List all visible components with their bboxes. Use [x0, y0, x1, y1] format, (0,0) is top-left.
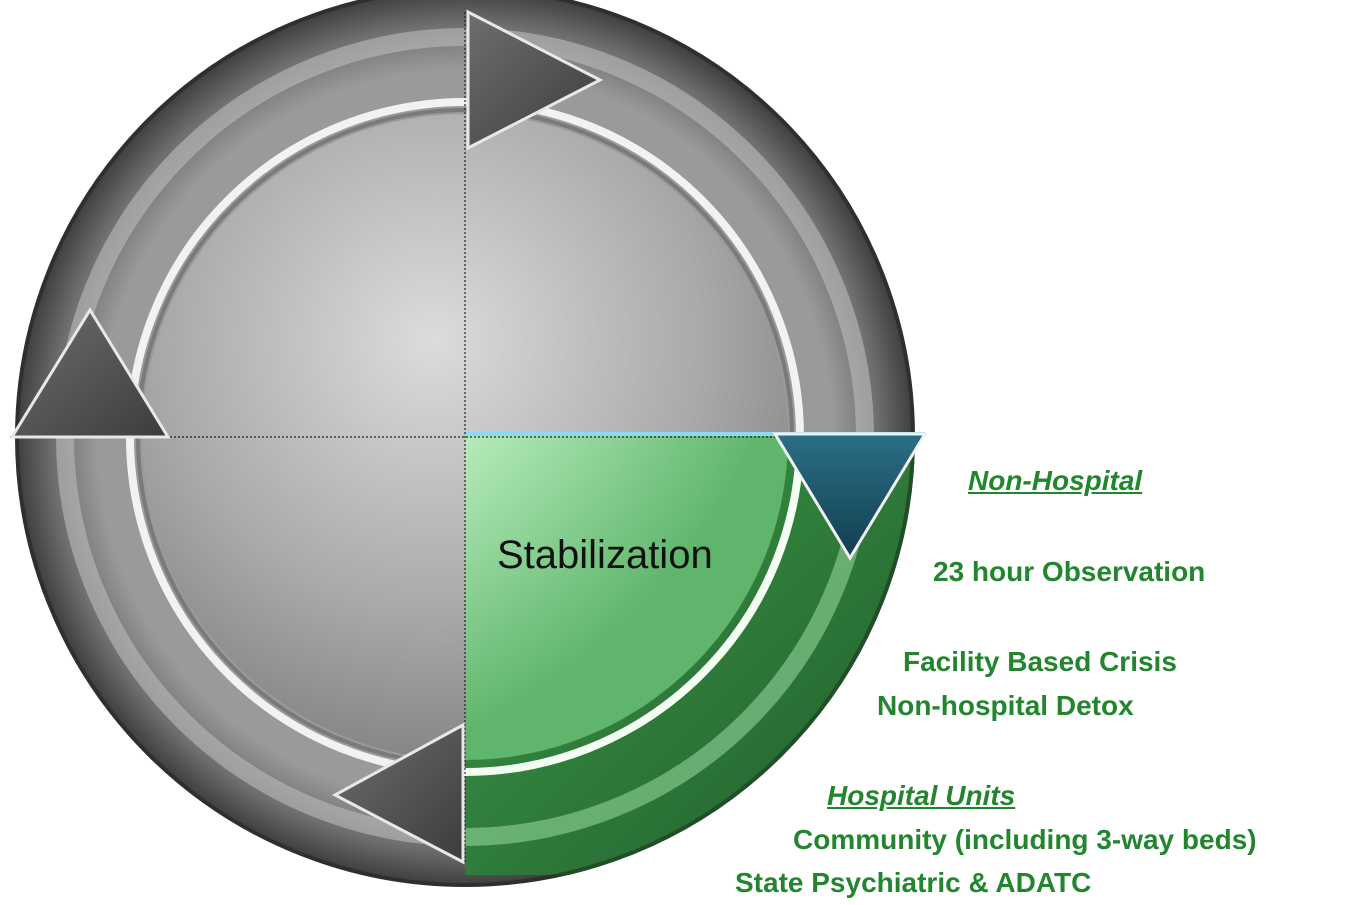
arrow-right-icon — [772, 432, 928, 561]
non-hospital-heading: Non-Hospital — [968, 465, 1143, 496]
hospital-units-heading: Hospital Units — [827, 780, 1016, 811]
stabilization-label: Stabilization — [497, 533, 713, 577]
arrow-left-icon — [9, 307, 171, 439]
service-item-23-hour-observation: 23 hour Observation — [933, 556, 1206, 587]
service-item-community: Community (including 3-way beds) — [793, 824, 1257, 855]
arrow-top-icon — [466, 9, 604, 151]
service-item-non-hospital-detox: Non-hospital Detox — [877, 690, 1134, 721]
service-item-facility-based-crisis: Facility Based Crisis — [903, 646, 1177, 677]
arrow-bottom-icon — [331, 722, 465, 865]
service-item-state-psychiatric: State Psychiatric & ADATC — [735, 867, 1092, 898]
